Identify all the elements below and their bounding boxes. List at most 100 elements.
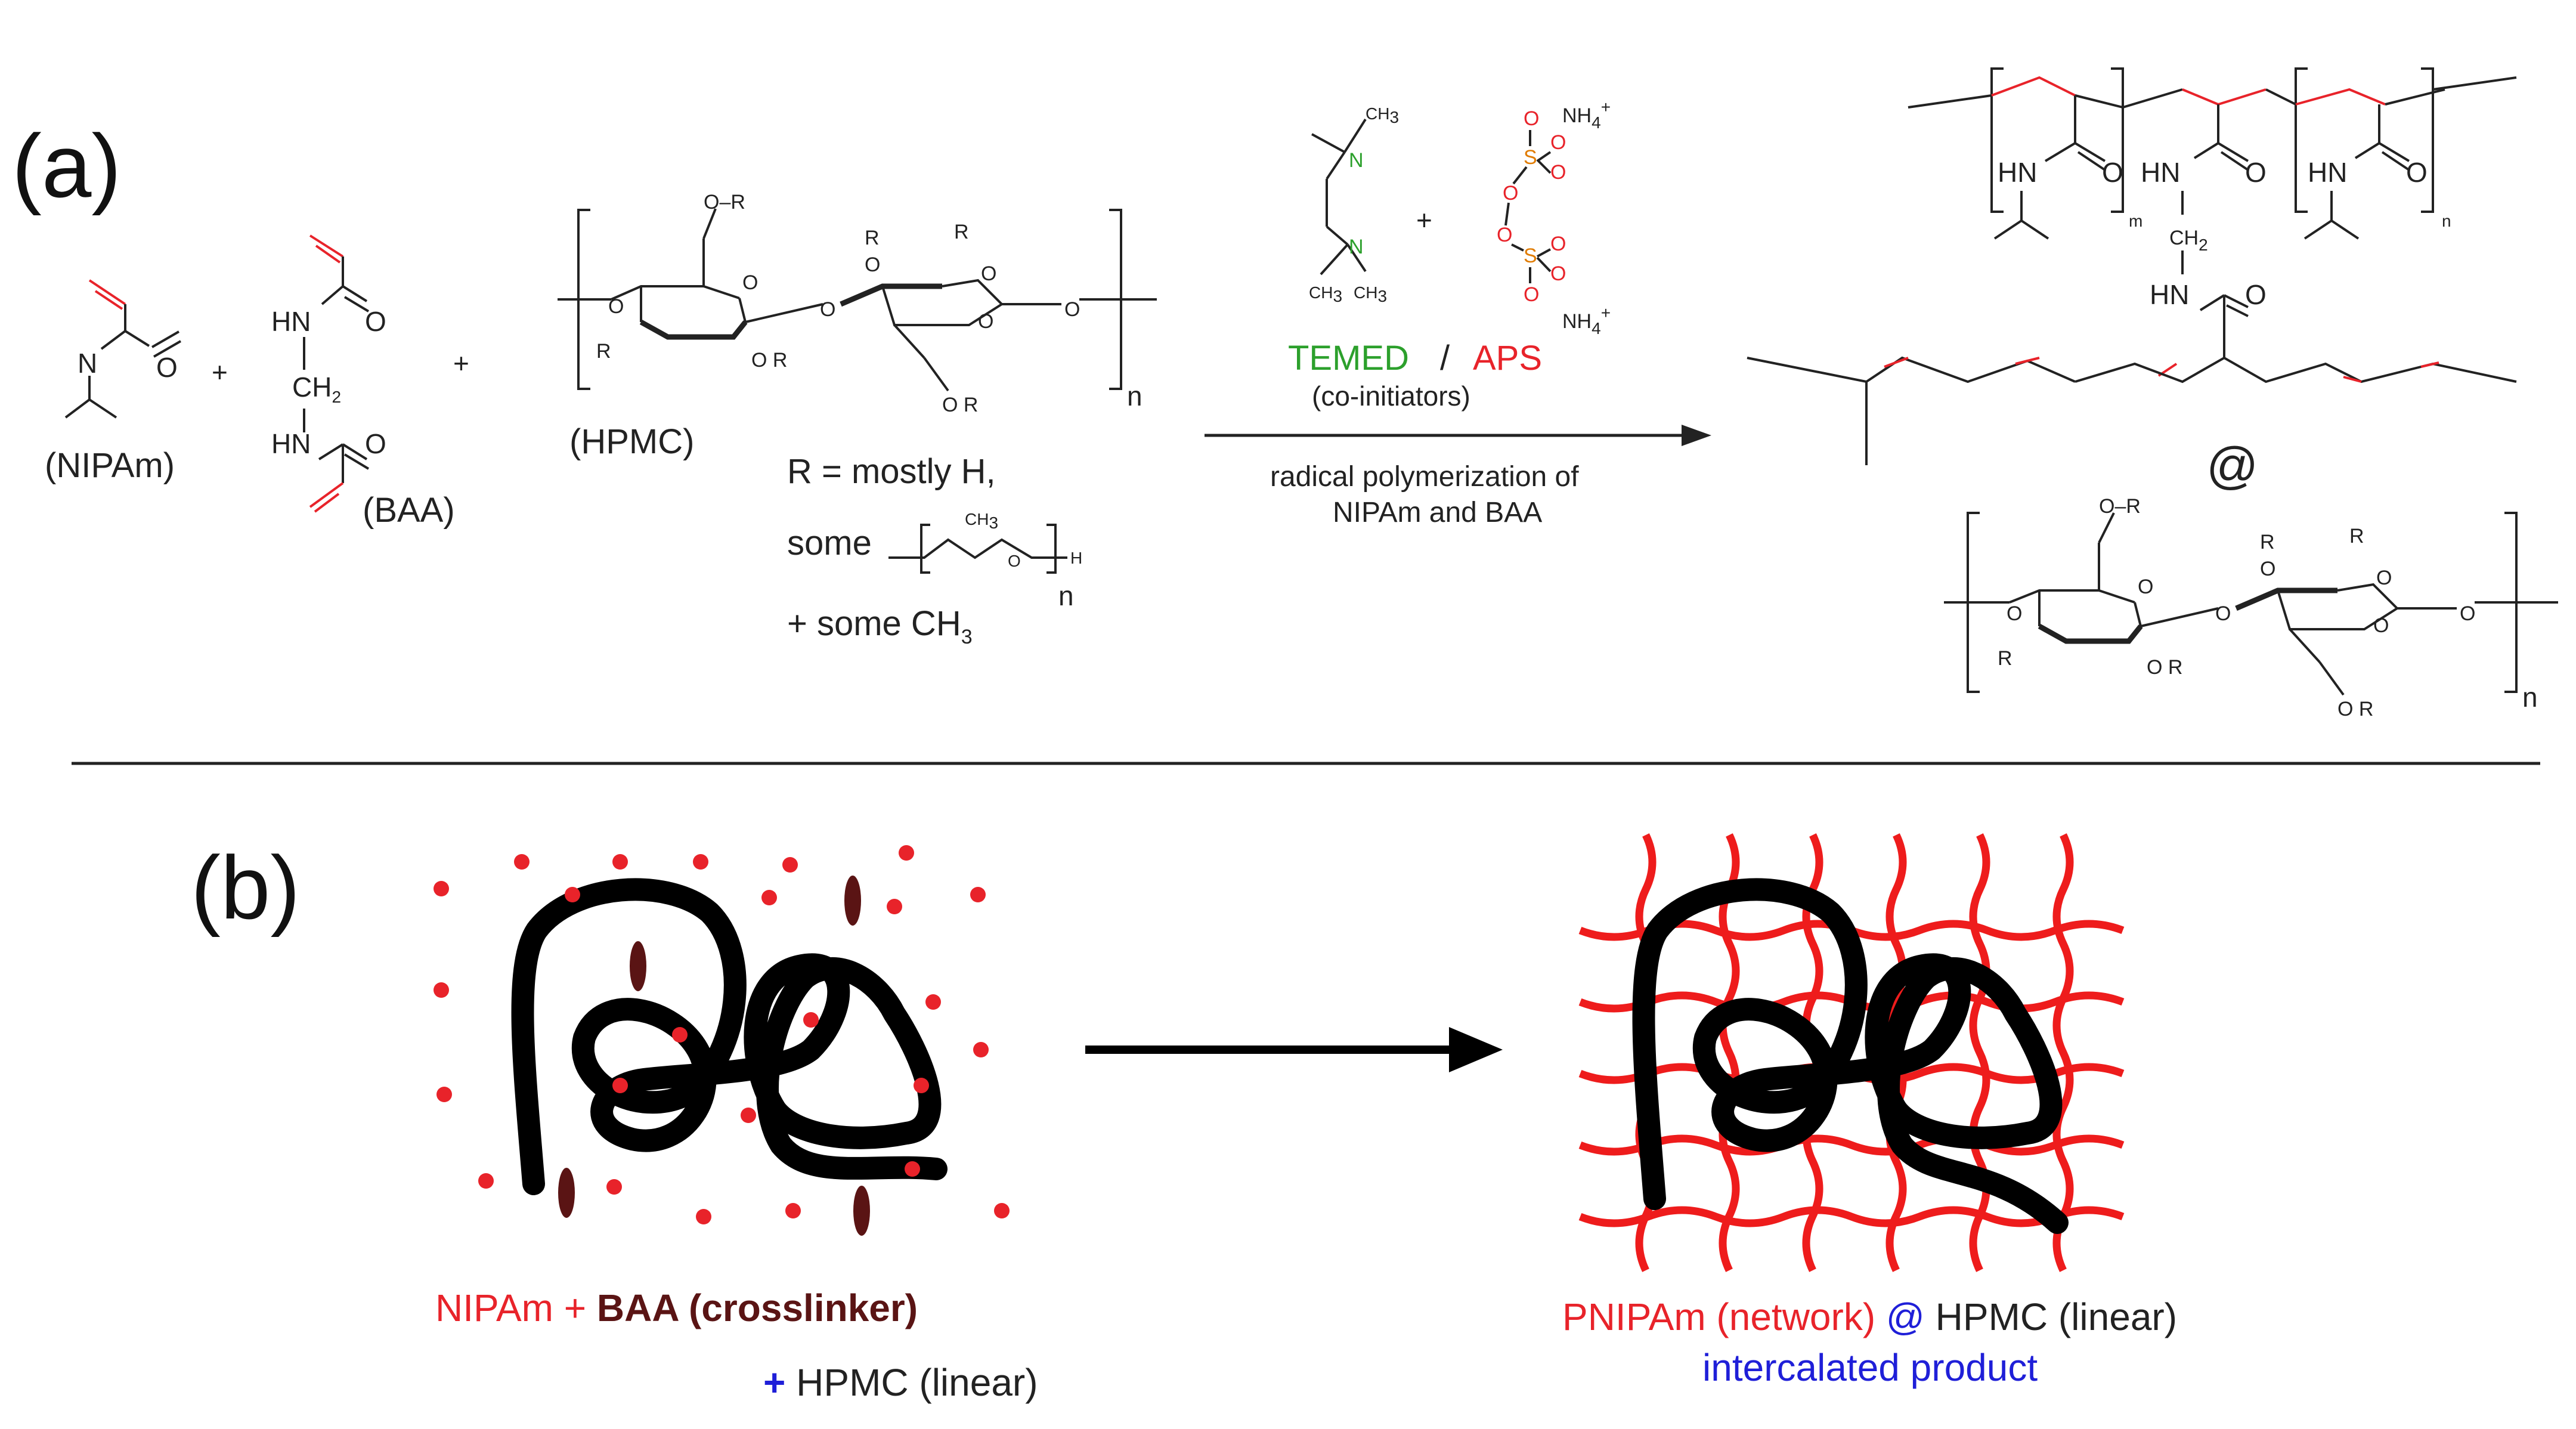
aps-o-top-right2: O — [1550, 161, 1566, 184]
caption-right-line2: intercalated product — [1702, 1346, 2038, 1389]
hpmc-o-top-3: O — [981, 262, 996, 285]
hpmc-label: (HPMC) — [569, 422, 694, 461]
monomer-dot — [905, 1161, 920, 1177]
nipam-structure: N O (NIPAm) — [45, 279, 182, 485]
monomer-dot — [970, 887, 986, 902]
hpmc-r-left: R — [596, 340, 611, 363]
product-o-1: O — [2102, 157, 2123, 188]
r-def-some: some — [787, 524, 872, 562]
monomer-dot — [478, 1173, 494, 1189]
aps-nh4-bottom: NH4+ — [1562, 304, 1611, 338]
r-def-ch3: CH3 — [965, 510, 998, 532]
aps-nh4-top: NH4+ — [1562, 98, 1611, 132]
nipam-label: (NIPAm) — [45, 446, 175, 485]
crosslinker-oval — [844, 876, 861, 926]
hpmc-o-right: O — [1064, 298, 1080, 321]
co-initiators-label: (co-initiators) — [1312, 381, 1470, 412]
monomer-dots — [434, 845, 1010, 1224]
aps-label: APS — [1473, 339, 1542, 378]
crosslinker-oval — [630, 941, 646, 991]
monomer-dot — [436, 1087, 452, 1102]
aps-o-top-right1: O — [1550, 131, 1566, 154]
aps-s-top: S — [1524, 146, 1537, 169]
product-hpmc-o-r-bottom-1: O R — [2147, 656, 2182, 679]
hpmc-r-top-3: R — [954, 221, 969, 243]
monomer-dot — [899, 845, 914, 861]
monomer-dot — [514, 854, 530, 870]
baa-label: (BAA) — [363, 491, 455, 530]
r-def-line3: + some CH3 — [787, 604, 973, 648]
r-group-definition: R = mostly H, some CH3 O H n + some CH3 — [787, 452, 1082, 648]
product-hpmc-ring-o-2: O — [2373, 614, 2389, 637]
pnipam-network-structure: m HN O HN O CH2 HN O n — [1747, 67, 2517, 465]
reaction-arrow-a — [1205, 425, 1711, 446]
monomer-dot — [606, 1179, 622, 1195]
plus-sign-3: + — [1416, 205, 1432, 236]
aps-o-bottom-right2: O — [1550, 262, 1566, 285]
aps-o-bridge1: O — [1503, 182, 1518, 205]
product-o-2: O — [2245, 157, 2267, 188]
product-ch2: CH2 — [2169, 227, 2208, 254]
crosslinker-oval — [558, 1168, 575, 1218]
product-hpmc-o-r-top: O–R — [2099, 495, 2141, 518]
baa-ch2: CH2 — [292, 372, 341, 406]
product-hpmc-r-left: R — [1998, 647, 2012, 670]
monomer-dot — [785, 1203, 801, 1218]
panel-label-a: (a) — [12, 116, 121, 216]
product-hpmc-o-top-3: O — [2376, 567, 2392, 589]
aps-o-bridge2: O — [1497, 224, 1512, 246]
network-strand — [1719, 833, 1740, 1272]
caption-left-line1: NIPAm + BAA (crosslinker) — [435, 1286, 918, 1329]
arrow-text-line1: radical polymerization of — [1270, 461, 1579, 493]
caption-left-line2: + HPMC (linear) — [763, 1361, 1038, 1404]
hpmc-coil-left — [511, 878, 948, 1195]
monomer-dot — [741, 1108, 756, 1123]
hpmc-o-left: O — [608, 295, 624, 318]
product-o-4: O — [2406, 157, 2428, 188]
aps-s-bottom: S — [1524, 245, 1537, 267]
temed-ch3-bottom-left: CH3 — [1309, 283, 1342, 305]
initiator-slash: / — [1440, 339, 1450, 378]
product-hpmc-ring-o-1: O — [2138, 576, 2153, 598]
product-o-3: O — [2245, 279, 2267, 310]
r-def-line1: R = mostly H, — [787, 452, 996, 491]
r-def-o: O — [1008, 552, 1021, 570]
temed-label: TEMED — [1288, 339, 1409, 378]
r-def-h: H — [1070, 549, 1082, 567]
temed-structure: CH3 N N CH3 CH3 — [1309, 104, 1399, 305]
monomer-dot — [803, 1012, 819, 1028]
crosslinker-oval — [853, 1186, 870, 1236]
nipam-n-atom: N — [78, 348, 97, 379]
product-hpmc-glyco-o: O — [2215, 602, 2231, 625]
monomer-dot — [782, 857, 798, 873]
hpmc-o-top-2: O — [865, 253, 880, 276]
intercalated-network-schematic — [1578, 833, 2125, 1272]
plus-sign-2: + — [453, 348, 469, 379]
arrow-text-line2: NIPAm and BAA — [1333, 497, 1542, 528]
monomer-dot — [612, 854, 628, 870]
temed-n-bottom: N — [1349, 236, 1364, 258]
aps-o-top: O — [1524, 107, 1539, 130]
product-hpmc-r-top-3: R — [2349, 525, 2364, 548]
monomer-dot — [925, 994, 941, 1010]
monomer-dot — [887, 899, 902, 914]
monomer-dot — [672, 1027, 688, 1043]
product-hn-3: HN — [2150, 279, 2189, 310]
panel-label-b: (b) — [191, 837, 300, 938]
reaction-arrow-b — [1085, 1027, 1503, 1072]
monomer-dot — [612, 1078, 628, 1093]
product-hpmc-r-top-2: R — [2260, 531, 2275, 553]
product-hpmc-n: n — [2522, 682, 2538, 713]
monomer-dot — [761, 890, 777, 905]
baa-hn-atom-bottom: HN — [271, 428, 311, 459]
product-hpmc-o-r-bottom-2: O R — [2337, 698, 2373, 720]
temed-ch3-top: CH3 — [1366, 104, 1399, 126]
network-strand — [2052, 833, 2074, 1272]
caption-right-line1: PNIPAm (network) @ HPMC (linear) — [1562, 1295, 2177, 1338]
initiator-labels: TEMED / APS (co-initiators) — [1288, 339, 1542, 412]
product-hn-4: HN — [2308, 157, 2347, 188]
product-n-top: n — [2442, 212, 2451, 230]
baa-o-atom-top: O — [365, 306, 386, 337]
product-hpmc-structure: O–R O R O O R O O R R O R O O O n — [1944, 495, 2558, 720]
